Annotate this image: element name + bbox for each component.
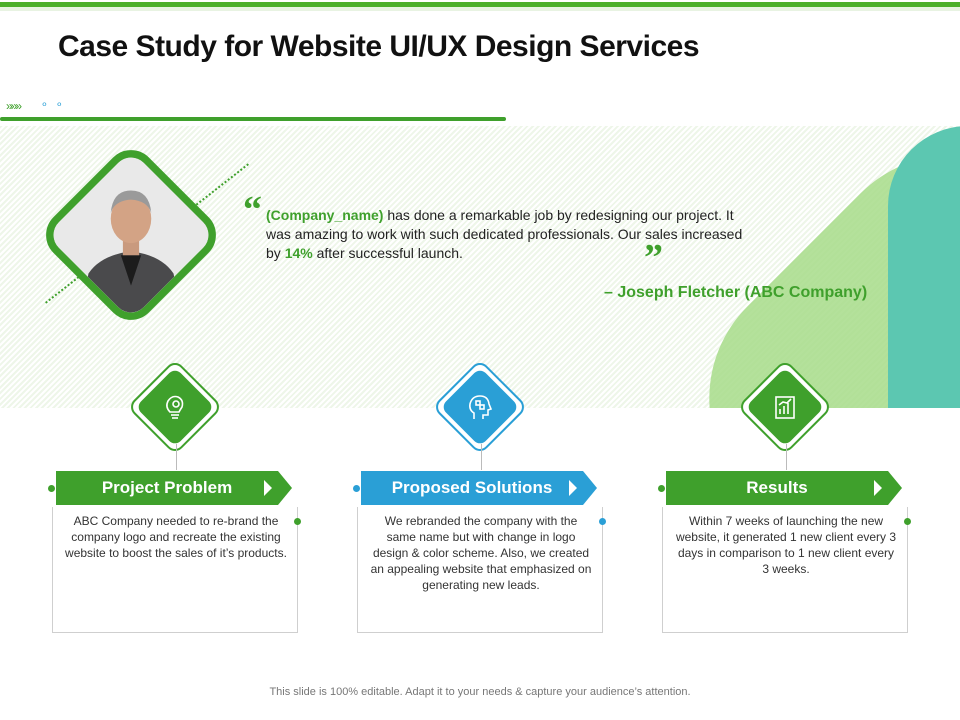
chevrons-icon: »»» <box>6 99 22 113</box>
section-3-label: Results <box>746 478 808 497</box>
section-1-text: ABC Company needed to re-brand the compa… <box>65 514 287 560</box>
dots-icon: ∘ ∘ <box>30 97 66 111</box>
open-quote-icon: “ <box>243 189 262 231</box>
card-project-problem: ABC Company needed to re-brand the compa… <box>52 507 298 633</box>
title-divider <box>0 117 506 121</box>
banner-results: Results <box>666 471 902 505</box>
section-2-connector <box>481 444 482 470</box>
top-accent-bar <box>0 2 960 7</box>
chevron-right-icon <box>569 480 577 496</box>
banner-tip <box>278 471 292 505</box>
section-1-connector <box>176 444 177 470</box>
section-2-text: We rebranded the company with the same n… <box>370 514 592 592</box>
section-3-connector <box>786 444 787 470</box>
section-3-text: Within 7 weeks of launching the new webs… <box>675 514 897 576</box>
banner-project-problem: Project Problem <box>56 471 292 505</box>
dot-marker <box>294 518 301 525</box>
testimonial-quote: (Company_name) has done a remarkable job… <box>266 207 743 261</box>
dot-marker <box>599 518 606 525</box>
dot-marker <box>658 485 665 492</box>
banner-proposed-solutions: Proposed Solutions <box>361 471 597 505</box>
person-portrait-icon <box>49 154 212 316</box>
section-2-label: Proposed Solutions <box>391 478 553 497</box>
chevron-right-icon <box>264 480 272 496</box>
card-results: Within 7 weeks of launching the new webs… <box>662 507 908 633</box>
close-quote-icon: ” <box>644 237 663 279</box>
top-accent-bar-light <box>0 7 960 11</box>
slide-title: Case Study for Website UI/UX Design Serv… <box>58 30 700 63</box>
testimonial-author: – Joseph Fletcher (ABC Company) <box>604 284 868 301</box>
head-puzzle-icon <box>452 379 508 435</box>
dot-marker <box>353 485 360 492</box>
photo-frame <box>35 139 227 331</box>
chevron-right-icon <box>874 480 882 496</box>
banner-tip <box>888 471 902 505</box>
band-decoration <box>0 126 960 408</box>
slide-footer: This slide is 100% editable. Adapt it to… <box>269 686 691 698</box>
section-1-label: Project Problem <box>101 478 233 497</box>
card-proposed-solutions: We rebranded the company with the same n… <box>357 507 603 633</box>
lightbulb-gear-icon <box>147 379 203 435</box>
banner-tip <box>583 471 597 505</box>
report-chart-icon <box>757 379 813 435</box>
teal-decorative-shape <box>888 126 960 408</box>
dot-marker <box>904 518 911 525</box>
testimonial-photo <box>35 139 227 331</box>
dot-marker <box>48 485 55 492</box>
